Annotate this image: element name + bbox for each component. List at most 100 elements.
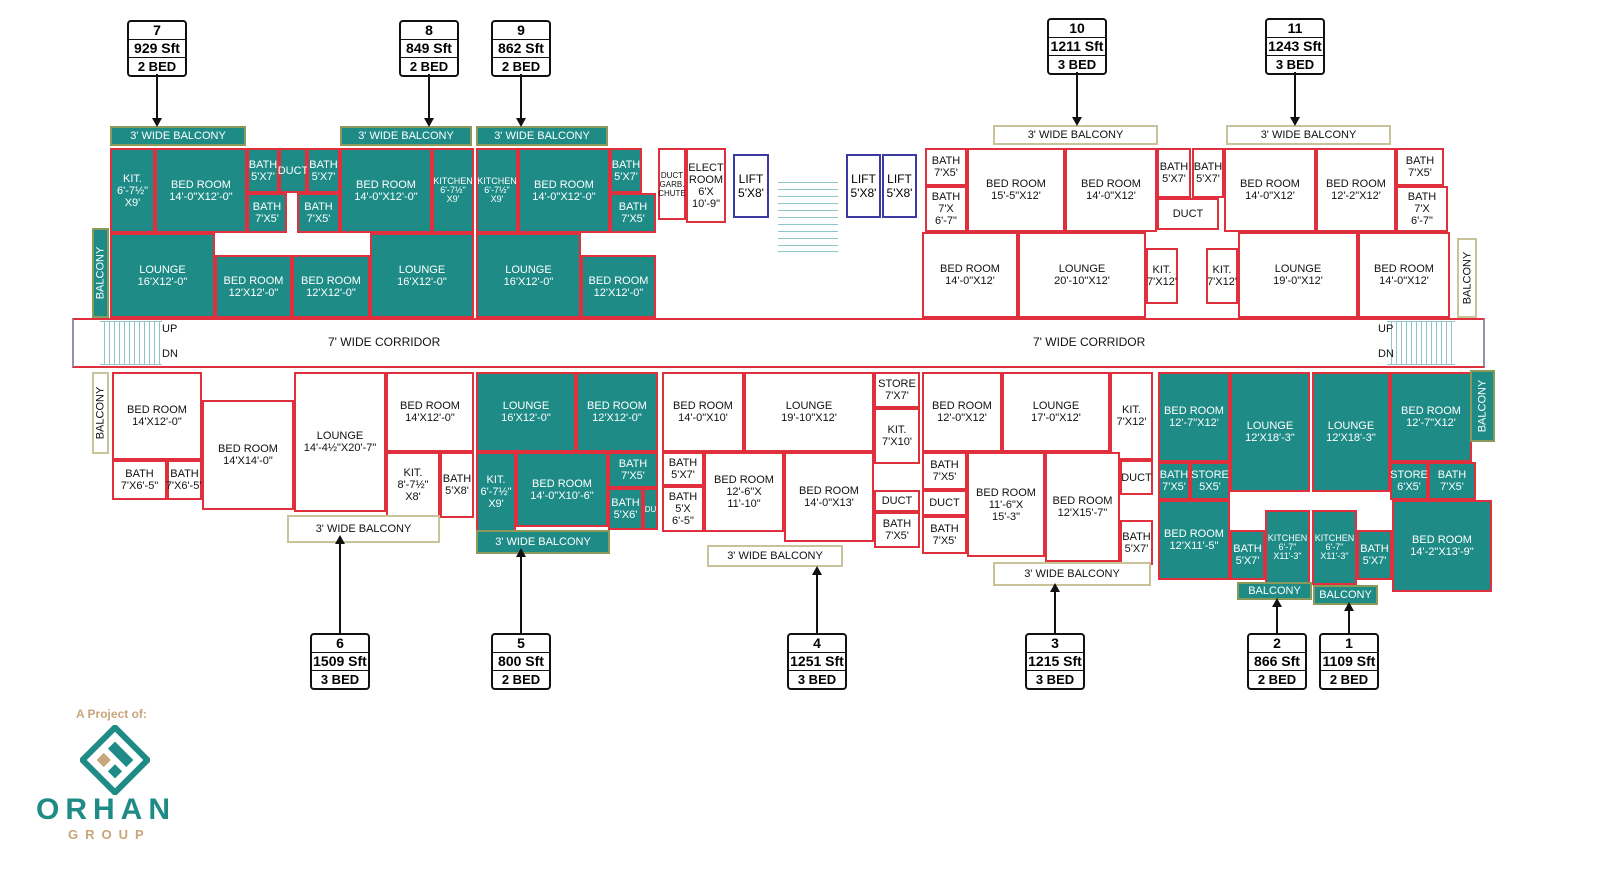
unit-area: 1509 Sft — [312, 653, 368, 671]
pointer-arrow — [1344, 602, 1354, 633]
pointer-arrow — [516, 74, 526, 127]
room-kit: KIT. 6'-7½" X9' — [476, 452, 516, 532]
room-duct: DUCT — [278, 148, 308, 193]
room-lounge: LOUNGE 17'-0"X12' — [1002, 372, 1110, 452]
unit-bed: 2 BED — [137, 59, 177, 74]
room-lounge: LOUNGE 19'-0"X12' — [1238, 232, 1358, 318]
balcony: BALCONY — [92, 228, 109, 318]
unit-no: 1 — [1321, 635, 1377, 653]
unit-bed: 2 BED — [1329, 672, 1369, 687]
corridor-label-left: 7' WIDE CORRIDOR — [328, 335, 441, 349]
room-bath: BATH 5'X7' — [1230, 530, 1265, 580]
room-store: STORE 5X5' — [1190, 462, 1230, 500]
room-bed-room: BED ROOM 12'-7"X12' — [1390, 372, 1472, 462]
stair-down-label-right: DN — [1378, 348, 1394, 360]
room-bed-room: BED ROOM 14'X12'-0" — [112, 372, 202, 460]
balcony: 3' WIDE BALCONY — [287, 515, 440, 543]
room-bed-room: BED ROOM 14'-0"X12'-0" — [518, 148, 610, 233]
balcony-label: 3' WIDE BALCONY — [494, 130, 590, 142]
room-bed-room: BED ROOM 14'-0"X12' — [922, 232, 1018, 318]
unit-no: 3 — [1027, 635, 1083, 653]
pointer-arrow — [1290, 72, 1300, 126]
room-bed-room: BED ROOM 14'-0"X12'-0" — [340, 148, 432, 233]
room-bed-room: BED ROOM 12'-2"X12' — [1316, 148, 1396, 232]
balcony: 3' WIDE BALCONY — [340, 126, 472, 146]
room-bed-room: BED ROOM 12'X12'-0" — [576, 372, 658, 452]
electrical-room: ELECT ROOM 6'X 10'-9" — [686, 148, 726, 223]
unit-no: 8 — [401, 22, 457, 40]
room-bath: BATH 7'X5' — [610, 193, 656, 233]
room-lounge: LOUNGE 16'X12'-0" — [370, 233, 474, 318]
balcony-label: 3' WIDE BALCONY — [358, 130, 454, 142]
balcony: BALCONY — [1313, 585, 1378, 605]
corridor-label-right: 7' WIDE CORRIDOR — [1033, 335, 1146, 349]
corridor — [72, 318, 1485, 368]
room-duct: DUCT — [922, 490, 967, 516]
room-lounge: LOUNGE 16'X12'-0" — [476, 233, 581, 318]
unit-bed: 2 BED — [501, 59, 541, 74]
balcony-label: 3' WIDE BALCONY — [315, 523, 412, 535]
room-lounge: LOUNGE 12'X18'-3" — [1312, 372, 1390, 492]
room-bed-room: BED ROOM 12'-0"X12' — [922, 372, 1002, 452]
unit-area: 1211 Sft — [1049, 38, 1105, 56]
balcony: 3' WIDE BALCONY — [993, 125, 1158, 145]
pointer-arrow — [1072, 72, 1082, 126]
unit-area: 800 Sft — [493, 653, 549, 671]
room-lounge: LOUNGE 16'X12'-0" — [110, 233, 215, 318]
room-bed-room: BED ROOM 12'-7"X12' — [1158, 372, 1230, 462]
unit-bed: 3 BED — [320, 672, 360, 687]
unit-area: 929 Sft — [129, 40, 185, 58]
lift-1: LIFT 5'X8' — [733, 154, 769, 218]
unit-no: 4 — [789, 635, 845, 653]
room-duct: DUCT — [1157, 198, 1219, 230]
balcony: 3' WIDE BALCONY — [476, 126, 608, 146]
balcony-label: 3' WIDE BALCONY — [130, 130, 226, 142]
room-bath: BATH 5'X 6'-5" — [662, 486, 704, 532]
room-lounge: LOUNGE 16'X12'-0" — [476, 372, 576, 452]
stair-down-label-left: DN — [162, 348, 178, 360]
room-bath: BATH 5'X6' — [608, 488, 643, 530]
room-bed-room: BED ROOM 11'-6"X 15'-3" — [967, 452, 1045, 557]
room-bed-room: BED ROOM 14'X12'-0" — [386, 372, 474, 452]
room-bath: BATH 7'X5' — [608, 452, 658, 488]
room-bath: BATH 7'X5' — [1396, 148, 1444, 186]
company-group: GROUP — [68, 827, 151, 842]
balcony-label: 3' WIDE BALCONY — [1027, 129, 1124, 141]
balcony-label: BALCONY — [94, 386, 107, 440]
project-of-label: A Project of: — [76, 707, 147, 721]
room-bath: BATH 7'X5' — [922, 452, 967, 490]
room-bath: BATH 7'X5' — [1158, 462, 1190, 500]
balcony-label: 3' WIDE BALCONY — [727, 550, 823, 562]
room-bath: BATH 5'X7' — [247, 148, 279, 193]
unit-bed: 3 BED — [1057, 57, 1097, 72]
room-bath: BATH 7'X5' — [1428, 462, 1476, 500]
room-bed-room: BED ROOM 12'X12'-0" — [581, 255, 656, 318]
room-lounge: LOUNGE 19'-10"X12' — [744, 372, 874, 452]
balcony-label: BALCONY — [1248, 585, 1301, 597]
pointer-arrow — [335, 535, 345, 633]
central-staircase — [778, 182, 838, 252]
room-bath: BATH 5'X7' — [1192, 148, 1224, 198]
lift-3: LIFT 5'X8' — [882, 154, 917, 218]
stair-up-label-left: UP — [162, 323, 178, 335]
room-bed-room: BED ROOM 14'-0"X12'-0" — [155, 148, 247, 233]
balcony: 3' WIDE BALCONY — [110, 126, 246, 146]
room-bed-room: BED ROOM 14'-0"X10'-6" — [516, 452, 608, 527]
balcony: 3' WIDE BALCONY — [1226, 125, 1391, 145]
stair-up-label-right: UP — [1378, 323, 1394, 335]
balcony: 3' WIDE BALCONY — [476, 530, 610, 554]
balcony: 3' WIDE BALCONY — [707, 545, 843, 567]
unit-area: 1243 Sft — [1267, 38, 1323, 56]
lift-2: LIFT 5'X8' — [846, 154, 881, 218]
